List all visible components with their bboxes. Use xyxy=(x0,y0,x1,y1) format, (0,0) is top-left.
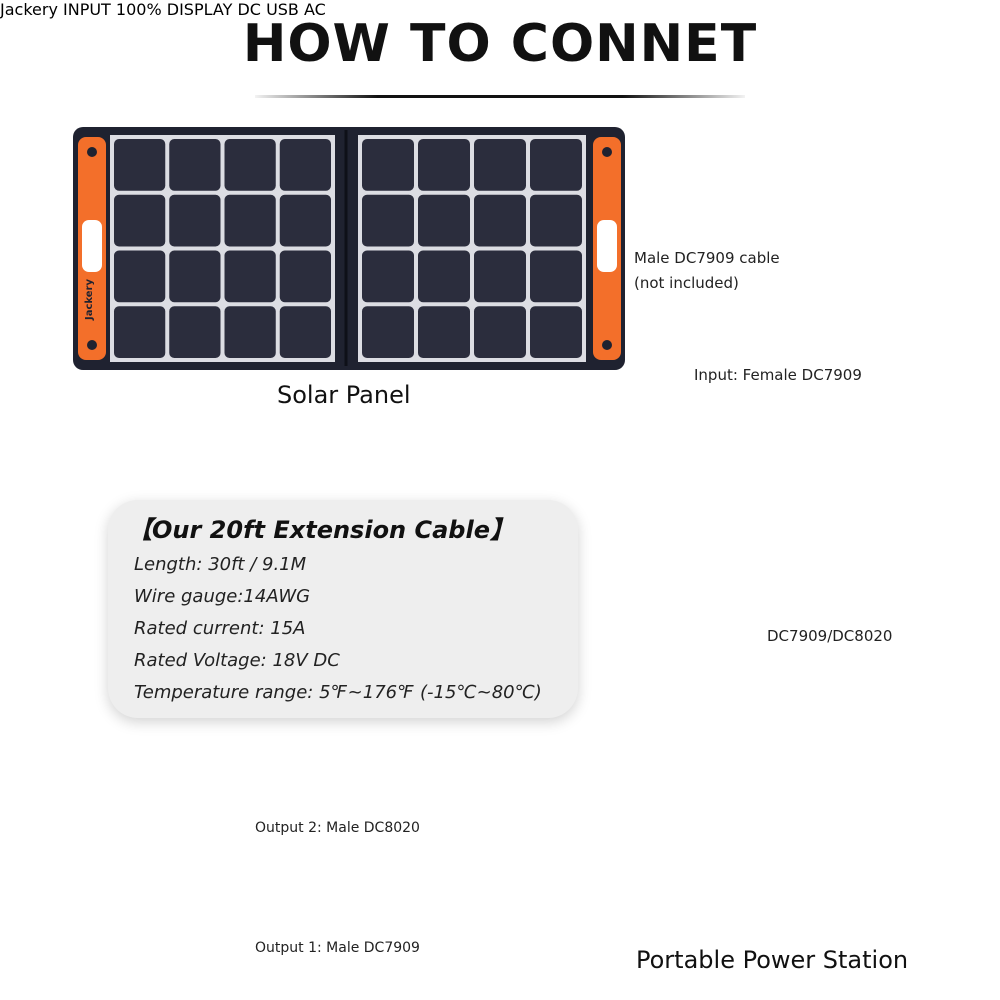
male-cable-label: Male DC7909 cable xyxy=(634,249,780,267)
male-cable-note: (not included) xyxy=(634,274,739,292)
solar-cell xyxy=(362,139,414,191)
solar-cell xyxy=(279,306,331,358)
zoom-arrow: Jackery INPUT 100% DISPLAY DC USB AC Sol… xyxy=(0,0,908,974)
solar-cell xyxy=(114,306,166,358)
power-station: Jackery INPUT 100% DISPLAY DC USB AC xyxy=(0,0,326,19)
solar-cell xyxy=(474,306,526,358)
solar-cell xyxy=(279,194,331,247)
input-label: Input: Female DC7909 xyxy=(694,366,862,384)
specs-card: 【Our 20ft Extension Cable】 Length: 30ft … xyxy=(108,500,578,718)
power-station-label: Portable Power Station xyxy=(636,946,909,974)
solar-cell xyxy=(224,139,276,191)
solar-cell xyxy=(114,139,166,191)
solar-panel: Jackery xyxy=(73,127,625,370)
solar-cell xyxy=(279,250,331,303)
solar-cell xyxy=(169,194,221,247)
solar-cell xyxy=(530,194,582,247)
solar-cell xyxy=(279,139,331,191)
station-port-label: DC7909/DC8020 xyxy=(767,627,893,645)
solar-cell xyxy=(362,194,414,247)
solar-cell xyxy=(169,139,221,191)
solar-cell xyxy=(474,139,526,191)
solar-cell xyxy=(530,250,582,303)
output1-label: Output 1: Male DC7909 xyxy=(255,940,420,956)
solar-panel-label: Solar Panel xyxy=(277,381,411,409)
solar-cell xyxy=(224,306,276,358)
output2-cable-branch: Jackery INPUT 100% DISPLAY DC USB AC Sol… xyxy=(0,0,908,974)
solar-cell xyxy=(418,194,470,247)
extension-cable: Jackery INPUT 100% DISPLAY DC USB AC Sol… xyxy=(0,0,908,974)
spec-rated-current: Rated current: 15A xyxy=(134,618,306,639)
solar-cell xyxy=(114,194,166,247)
solar-cell xyxy=(474,250,526,303)
solar-cell xyxy=(530,306,582,358)
title-underline xyxy=(255,95,745,98)
solar-cell xyxy=(362,250,414,303)
solar-cell xyxy=(169,250,221,303)
spec-length: Length: 30ft / 9.1M xyxy=(134,554,307,575)
solar-cell xyxy=(418,139,470,191)
output2-label: Output 2: Male DC8020 xyxy=(255,820,420,836)
solar-cell xyxy=(224,194,276,247)
solar-cell xyxy=(530,139,582,191)
specs-title: 【Our 20ft Extension Cable】 xyxy=(128,516,514,544)
solar-cell xyxy=(418,306,470,358)
spec-temperature-range: Temperature range: 5℉~176℉ (-15℃~80℃) xyxy=(134,682,542,703)
spec-wire-gauge: Wire gauge:14AWG xyxy=(134,586,311,607)
station-brand-text: Jackery xyxy=(0,0,58,19)
spec-rated-voltage: Rated Voltage: 18V DC xyxy=(134,650,340,671)
solar-cell xyxy=(114,250,166,303)
solar-cell xyxy=(224,250,276,303)
solar-cell xyxy=(362,306,414,358)
solar-cell xyxy=(418,250,470,303)
solar-cell xyxy=(169,306,221,358)
panel-brand-text: Jackery xyxy=(84,279,95,321)
page-title: HOW TO CONNET xyxy=(242,14,758,74)
solar-cell xyxy=(474,194,526,247)
